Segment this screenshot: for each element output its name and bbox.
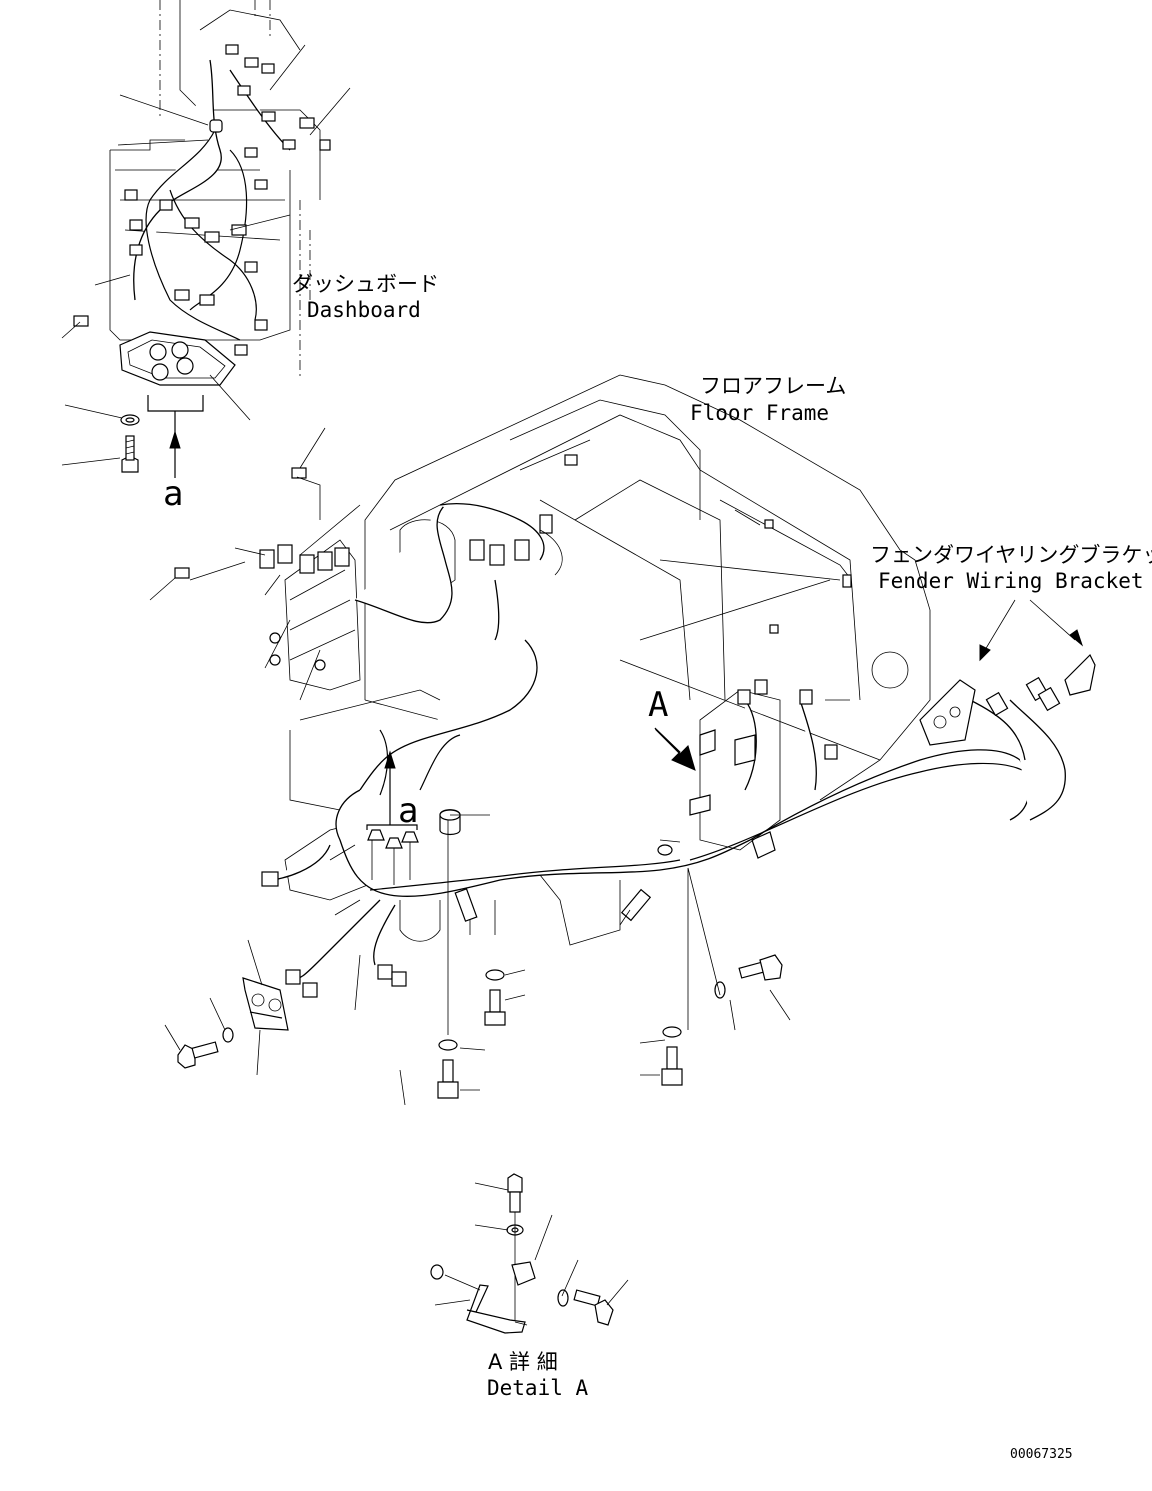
relay-block xyxy=(149,427,453,701)
main-harness xyxy=(261,503,1096,998)
drawing-number: 00067325 xyxy=(1010,1447,1073,1462)
detail-a-label-jp: A 詳 細 xyxy=(488,1350,558,1374)
floor-frame-label-en: Floor Frame xyxy=(690,401,829,425)
dashboard-assembly xyxy=(61,0,351,478)
fender-bracket-label-en: Fender Wiring Bracket xyxy=(878,569,1144,593)
dashboard-label-en: Dashboard xyxy=(307,298,421,322)
fender-bracket-label-jp: フェンダワイヤリングブラケット xyxy=(870,543,1152,567)
cover-plate-lower-left xyxy=(164,939,289,1076)
ref-a-mid: a xyxy=(398,791,418,831)
view-marker-a: A xyxy=(648,685,668,725)
detail-a-label-en: Detail A xyxy=(487,1376,589,1400)
center-fasteners xyxy=(329,814,791,1106)
dashboard-label-jp: ダッシュボード xyxy=(292,272,439,296)
ref-a-top: a xyxy=(163,474,183,514)
detail-a-drawing xyxy=(430,1173,629,1334)
floor-frame-label-jp: フロアフレーム xyxy=(700,374,846,398)
